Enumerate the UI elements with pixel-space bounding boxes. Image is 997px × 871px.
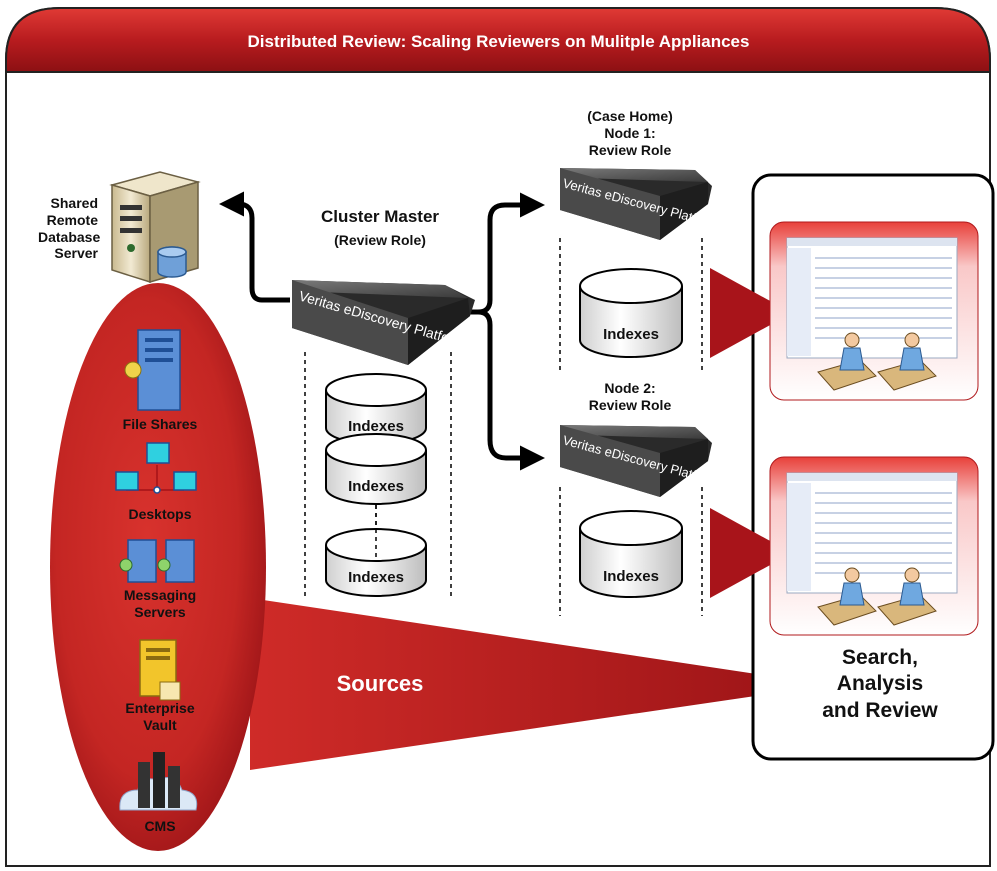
connector-lines	[219, 191, 545, 471]
db-label-line-3: Database	[38, 228, 101, 245]
title-banner	[5, 7, 991, 73]
node2-label: Node 2: Review Role	[560, 380, 700, 414]
review-arrow-1	[710, 268, 792, 358]
db-label-line-2: Remote	[46, 211, 98, 228]
file-shares-icon	[124, 329, 181, 411]
source-file-shares: File Shares	[122, 416, 198, 432]
node1-index-label: Indexes	[603, 326, 659, 343]
desktops-icon	[115, 442, 197, 494]
node1-index-disk	[579, 268, 683, 358]
sources-label: Sources	[336, 671, 424, 696]
review-screen-1	[769, 221, 979, 401]
cluster-master-appliance: Veritas eDiscovery Platform	[292, 280, 475, 365]
source-enterprise-vault: Enterprise Vault	[125, 700, 195, 733]
node2-label-line-2: Review Role	[588, 396, 672, 413]
review-label-line-2: Analysis	[836, 672, 924, 696]
cluster-master-title: Cluster Master	[320, 207, 440, 226]
messaging-servers-icon	[119, 539, 195, 583]
enterprise-vault-icon	[139, 639, 181, 701]
review-label-line-3: and Review	[822, 698, 938, 722]
cluster-master-role: (Review Role)	[334, 232, 426, 248]
cluster-index-label-2: Indexes	[348, 478, 404, 495]
source-desktops: Desktops	[128, 506, 192, 522]
source-messaging-servers: Messaging Servers	[123, 587, 197, 620]
review-arrow-2	[710, 508, 792, 598]
db-label-line-1: Shared	[50, 195, 98, 211]
review-label-line-1: Search,	[842, 646, 918, 669]
sources-beam	[250, 598, 830, 770]
node2-index-disk	[579, 510, 683, 598]
cluster-index-label-1: Indexes	[348, 418, 404, 435]
node1-label-line-1: (Case Home)	[587, 108, 673, 124]
node1-label: (Case Home) Node 1: Review Role	[560, 108, 700, 158]
node1-appliance: Veritas eDiscovery Platform	[560, 168, 719, 240]
node2-index-label: Indexes	[603, 568, 659, 585]
node2-label-line-1: Node 2:	[604, 380, 656, 396]
node1-label-line-3: Review Role	[588, 141, 672, 158]
cluster-index-label-3: Indexes	[348, 569, 404, 586]
review-panel-label: Search, Analysis and Review	[800, 645, 960, 724]
cms-icon	[119, 752, 198, 811]
cluster-index-disk-2	[325, 433, 427, 505]
db-label-line-4: Server	[54, 245, 98, 262]
source-cms: CMS	[144, 818, 176, 834]
node1-label-line-2: Node 1:	[604, 124, 656, 141]
diagram-title: Distributed Review: Scaling Reviewers on…	[247, 32, 750, 51]
database-server-icon	[109, 171, 201, 284]
review-screen-2	[769, 456, 979, 636]
database-server-label: Shared Remote Database Server	[38, 195, 101, 262]
